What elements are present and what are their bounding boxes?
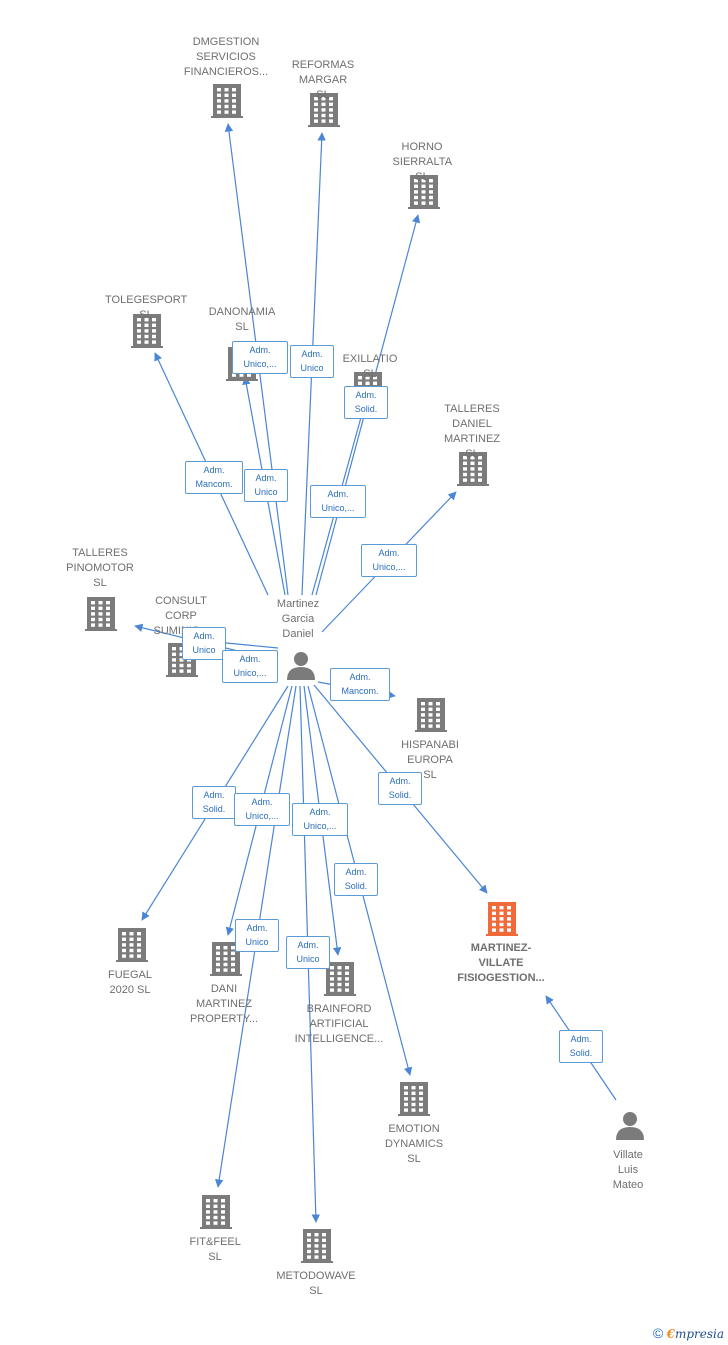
company-label: HISPANABI EUROPA SL	[401, 739, 459, 781]
person-label: Martinez Garcia Daniel	[276, 598, 320, 640]
company-label: HORNO SIERRALTA SL	[392, 141, 453, 183]
company-label: METODOWAVE SL	[276, 1270, 356, 1297]
company-label: EMOTION DYNAMICS SL	[384, 1123, 444, 1165]
building-icon	[211, 84, 243, 118]
edge-label-villate[interactable]: Adm. Solid.	[559, 1030, 603, 1063]
edge-label-fitfeel[interactable]: Adm. Unico	[235, 919, 279, 952]
edge-label-hispanabi[interactable]: Adm. Mancom.	[330, 668, 390, 701]
edge-label-consult[interactable]: Adm. Unico,...	[222, 650, 278, 683]
brand-logo: €mpresia	[666, 1327, 724, 1341]
company-label: MARTINEZ- VILLATE FISIOGESTION...	[457, 942, 545, 984]
company-label: EXILLATIO SL	[342, 353, 398, 380]
building-icon	[415, 698, 447, 732]
company-label: DANONAMIA SL	[208, 306, 276, 333]
company-label: DMGESTION SERVICIOS FINANCIEROS...	[183, 36, 269, 78]
company-label: FUEGAL 2020 SL	[107, 969, 153, 996]
person-icon	[616, 1112, 644, 1140]
company-label: TOLEGESPORT SL	[105, 294, 188, 321]
edge-label-metodowave[interactable]: Adm. Unico	[286, 936, 330, 969]
edge-label-pinomotor[interactable]: Adm. Unico	[182, 627, 226, 660]
edge-label-dani[interactable]: Adm. Unico,...	[234, 793, 290, 826]
building-icon	[308, 93, 340, 127]
building-icon	[486, 902, 518, 936]
copyright-notice: © €mpresia	[653, 1325, 724, 1341]
building-icon	[131, 314, 163, 348]
company-label: BRAINFORD ARTIFICIAL INTELLIGENCE...	[294, 1003, 384, 1045]
company-label: TALLERES DANIEL MARTINEZ SL	[443, 403, 501, 460]
edge-label-talleres-daniel[interactable]: Adm. Unico,...	[361, 544, 417, 577]
building-icon	[398, 1082, 430, 1116]
edge-label-emotion[interactable]: Adm. Solid.	[334, 863, 378, 896]
company-label: TALLERES PINOMOTOR SL	[66, 547, 134, 589]
edge-label-danonamia[interactable]: Adm. Unico	[244, 469, 288, 502]
company-label: REFORMAS MARGAR SL	[291, 59, 355, 101]
company-label: DANI MARTINEZ PROPERTY...	[189, 983, 259, 1025]
edge-label-tolegesport[interactable]: Adm. Mancom.	[185, 461, 243, 494]
edge-label-exillatio[interactable]: Adm. Solid.	[344, 386, 388, 419]
edge-label-martinez-villate[interactable]: Adm. Solid.	[378, 772, 422, 805]
copyright-icon: ©	[652, 1325, 664, 1341]
building-icon	[324, 962, 356, 996]
company-label: CONSULT CORP SUMINIS...	[153, 595, 209, 637]
building-icon	[457, 452, 489, 486]
person-label: Villate Luis Mateo	[612, 1149, 644, 1191]
building-icon	[301, 1229, 333, 1263]
edge-label-dmgestion[interactable]: Adm. Unico,...	[232, 341, 288, 374]
edge-label-brainford[interactable]: Adm. Unico,...	[292, 803, 348, 836]
person-icon	[287, 652, 315, 680]
edge-label-fuegal[interactable]: Adm. Solid.	[192, 786, 236, 819]
company-label: FIT&FEEL SL	[189, 1236, 241, 1263]
building-icon	[116, 928, 148, 962]
edge-label-horno[interactable]: Adm. Unico,...	[310, 485, 366, 518]
building-icon	[408, 175, 440, 209]
building-icon	[200, 1195, 232, 1229]
building-icon	[85, 597, 117, 631]
edge-label-reformas[interactable]: Adm. Unico	[290, 345, 334, 378]
